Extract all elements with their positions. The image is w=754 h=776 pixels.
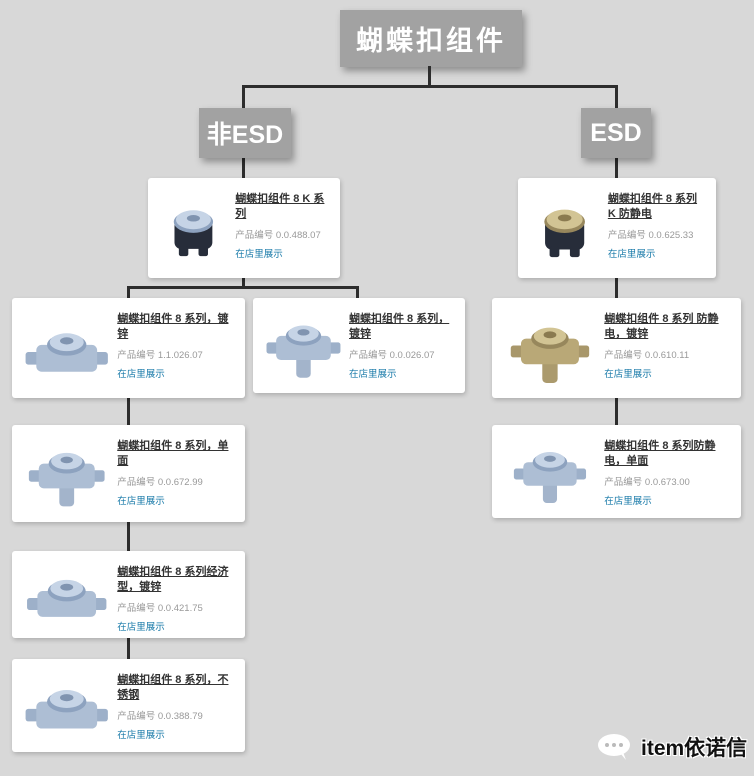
product-title-link[interactable]: 蝴蝶扣组件 8 系列，单面 — [117, 440, 229, 467]
show-in-store-link[interactable]: 在店里展示 — [604, 495, 652, 507]
connector-line — [242, 157, 245, 179]
product-code: 产品编号 0.0.421.75 — [117, 602, 203, 614]
root-node-title: 蝴蝶扣组件 — [340, 10, 522, 67]
brand-logo: item依诺信 — [596, 732, 747, 762]
card-zinc-a: 蝴蝶扣组件 8 系列，镀锌 产品编号 1.1.026.07 在店里展示 — [12, 298, 245, 398]
product-image-single-sided — [18, 431, 115, 516]
product-title-link[interactable]: 蝴蝶扣组件 8 系列，不锈钢 — [117, 674, 229, 701]
card-esd-k-series: 蝴蝶扣组件 8 系列 K 防静电 产品编号 0.0.625.33 在店里展示 — [518, 178, 716, 278]
brand-text: item依诺信 — [641, 737, 748, 760]
product-title-link[interactable]: 蝴蝶扣组件 8 系列 防静电，镀锌 — [604, 313, 719, 340]
product-title-link[interactable]: 蝴蝶扣组件 8 系列，镀锌 — [349, 313, 450, 340]
show-in-store-link[interactable]: 在店里展示 — [117, 368, 165, 380]
product-image-stainless — [18, 665, 115, 746]
connector-line — [127, 397, 130, 426]
speech-bubble-icon — [598, 734, 630, 760]
connector-line — [615, 157, 618, 179]
show-in-store-link[interactable]: 在店里展示 — [607, 248, 656, 260]
product-code: 产品编号 0.0.610.11 — [604, 349, 690, 361]
show-in-store-link[interactable]: 在店里展示 — [235, 248, 283, 260]
connector-line — [615, 397, 618, 426]
show-in-store-link[interactable]: 在店里展示 — [117, 621, 165, 633]
connector-line — [242, 85, 618, 88]
product-code: 产品编号 0.0.672.99 — [117, 476, 203, 488]
product-title-link[interactable]: 蝴蝶扣组件 8 系列，镀锌 — [117, 313, 229, 340]
product-title-link[interactable]: 蝴蝶扣组件 8 K 系列 — [235, 193, 325, 220]
product-title-link[interactable]: 蝴蝶扣组件 8 系列经济型，镀锌 — [117, 566, 229, 593]
card-single-sided: 蝴蝶扣组件 8 系列，单面 产品编号 0.0.672.99 在店里展示 — [12, 425, 245, 522]
connector-line — [356, 286, 359, 299]
connector-line — [242, 277, 245, 288]
product-image-esd-zinc — [498, 304, 602, 392]
card-esd-single-sided: 蝴蝶扣组件 8 系列防静电，单面 产品编号 0.0.673.00 在店里展示 — [492, 425, 741, 518]
product-image-economy-zinc — [18, 557, 115, 632]
card-esd-zinc: 蝴蝶扣组件 8 系列 防静电，镀锌 产品编号 0.0.610.11 在店里展示 — [492, 298, 741, 398]
product-code: 产品编号 0.0.026.07 — [349, 349, 435, 361]
card-zinc-b: 蝴蝶扣组件 8 系列，镀锌 产品编号 0.0.026.07 在店里展示 — [253, 298, 465, 393]
show-in-store-link[interactable]: 在店里展示 — [604, 368, 652, 380]
connector-line — [127, 636, 130, 660]
branch-node-non-esd: 非ESD — [199, 108, 291, 158]
card-economy-zinc: 蝴蝶扣组件 8 系列经济型，镀锌 产品编号 0.0.421.75 在店里展示 — [12, 551, 245, 638]
connector-line — [127, 286, 130, 299]
product-image-k-series — [154, 184, 233, 272]
connector-line — [428, 66, 431, 87]
connector-line — [127, 286, 359, 289]
connector-line — [242, 85, 245, 109]
product-code: 产品编号 0.0.673.00 — [604, 476, 690, 488]
product-code: 产品编号 0.0.388.79 — [117, 710, 203, 722]
product-image-zinc-a — [18, 304, 115, 392]
branch-node-esd: ESD — [581, 108, 651, 158]
product-title-link[interactable]: 蝴蝶扣组件 8 系列防静电，单面 — [604, 440, 716, 467]
show-in-store-link[interactable]: 在店里展示 — [349, 368, 397, 380]
connector-line — [127, 522, 130, 552]
show-in-store-link[interactable]: 在店里展示 — [117, 729, 165, 741]
product-code: 产品编号 0.0.488.07 — [235, 229, 321, 241]
product-image-esd-k-series — [524, 184, 606, 272]
product-image-esd-single-sided — [498, 431, 602, 512]
product-title-link[interactable]: 蝴蝶扣组件 8 系列 K 防静电 — [607, 193, 698, 220]
connector-line — [615, 277, 618, 299]
product-code: 产品编号 0.0.625.33 — [607, 229, 694, 241]
card-stainless: 蝴蝶扣组件 8 系列，不锈钢 产品编号 0.0.388.79 在店里展示 — [12, 659, 245, 752]
connector-line — [615, 85, 618, 109]
product-image-zinc-b — [259, 304, 347, 387]
card-k-series: 蝴蝶扣组件 8 K 系列 产品编号 0.0.488.07 在店里展示 — [148, 178, 340, 278]
show-in-store-link[interactable]: 在店里展示 — [117, 495, 165, 507]
product-code: 产品编号 1.1.026.07 — [117, 349, 203, 361]
